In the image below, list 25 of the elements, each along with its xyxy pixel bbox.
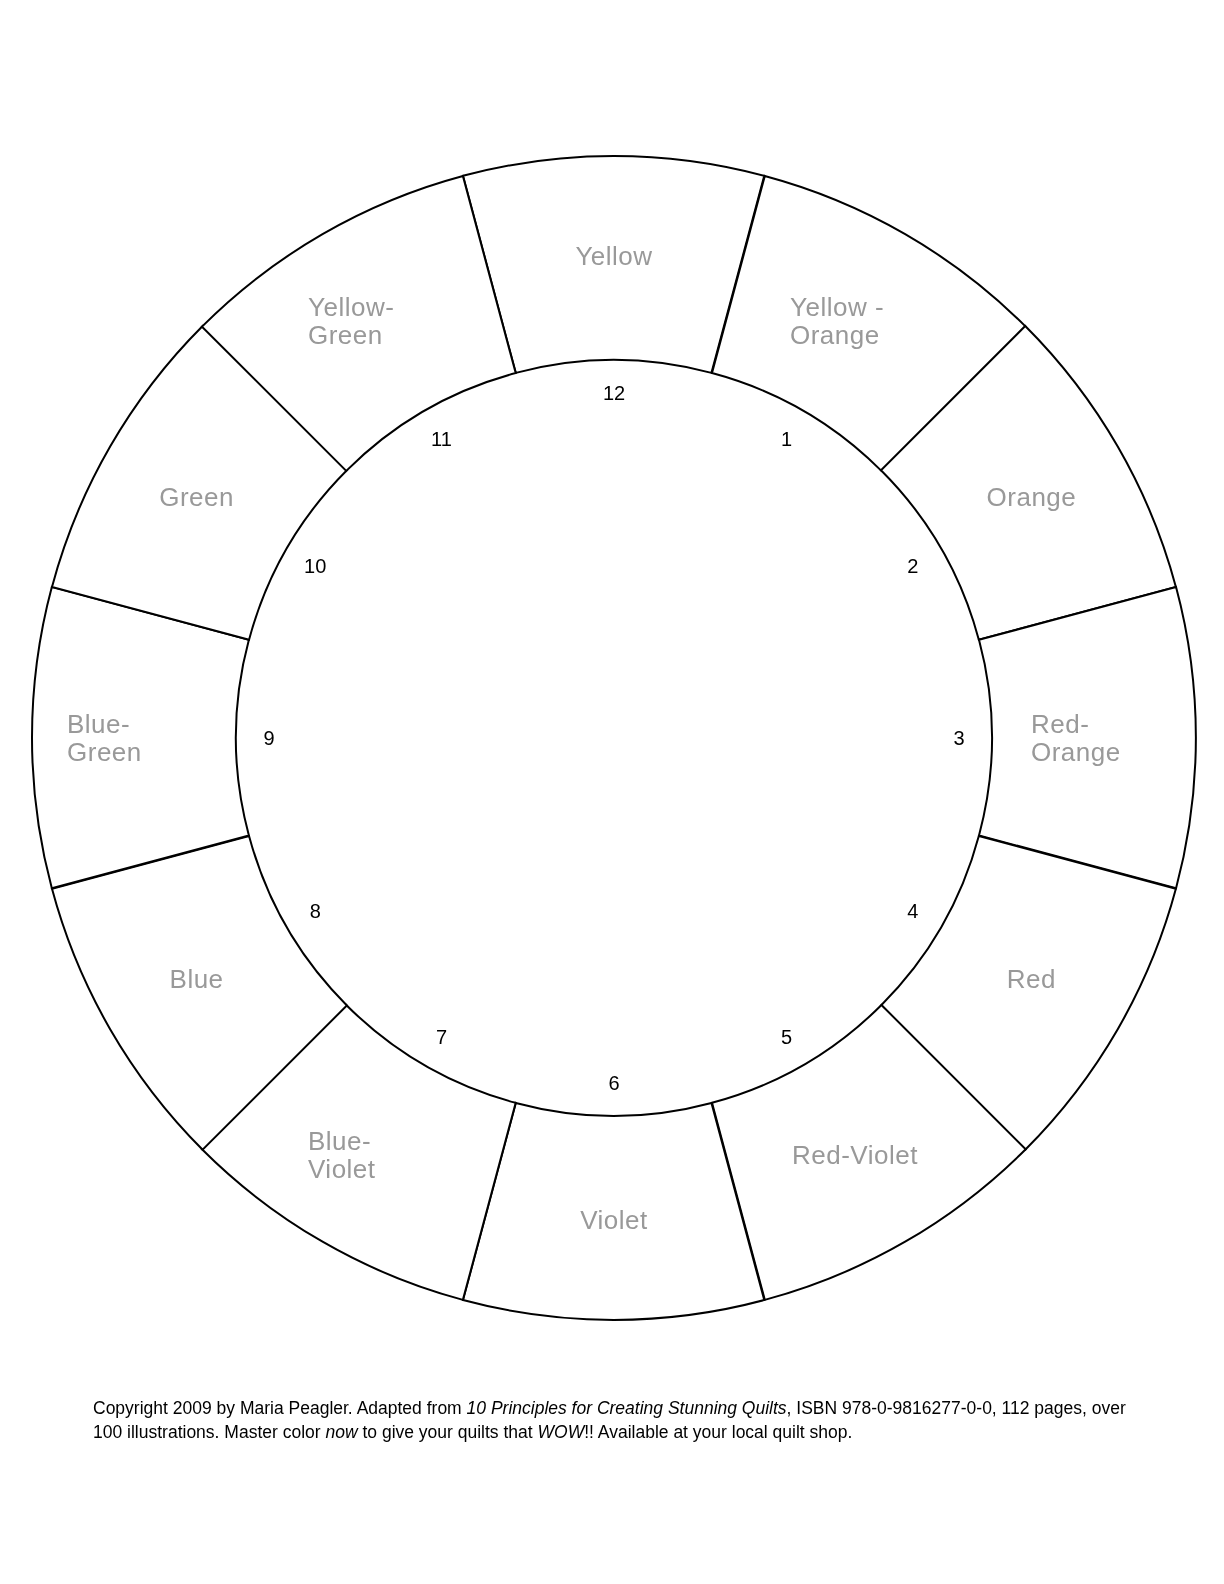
copyright-caption: Copyright 2009 by Maria Peagler. Adapted from 10 Principles for Creating Stunning Quilts, ISBN 978-0-9816277-0-0, 112 pages, over 100 illustrations. Master color now to give your quilts that WOW!! Available at your local quilt shop. — [93, 1397, 1127, 1444]
color-name: Red-Violet — [792, 1141, 918, 1170]
position-number: 9 — [263, 726, 275, 750]
position-number: 7 — [435, 1025, 448, 1049]
position-number: 10 — [304, 554, 327, 577]
position-number: 5 — [780, 1025, 793, 1049]
position-number: 4 — [907, 899, 919, 922]
color-name: Yellow - Orange — [790, 292, 886, 349]
color-name: Red — [1006, 965, 1056, 993]
color-name: Yellow — [575, 242, 653, 270]
color-name: Violet — [580, 1206, 648, 1234]
position-number: 11 — [431, 427, 452, 451]
color-name: Blue-Green — [67, 710, 143, 766]
position-number: 8 — [309, 899, 321, 922]
color-name: Yellow-Green — [308, 292, 396, 349]
position-number: 6 — [608, 1071, 620, 1095]
position-number: 2 — [907, 554, 919, 577]
color-name: Green — [159, 483, 234, 511]
color-name: Red-Orange — [1031, 710, 1122, 766]
position-number: 12 — [602, 381, 626, 405]
color-name: Blue-Violet — [308, 1127, 377, 1184]
color-name: Orange — [986, 483, 1077, 511]
color-name: Blue — [169, 965, 224, 993]
position-number: 1 — [780, 427, 793, 451]
position-number: 3 — [953, 726, 965, 750]
